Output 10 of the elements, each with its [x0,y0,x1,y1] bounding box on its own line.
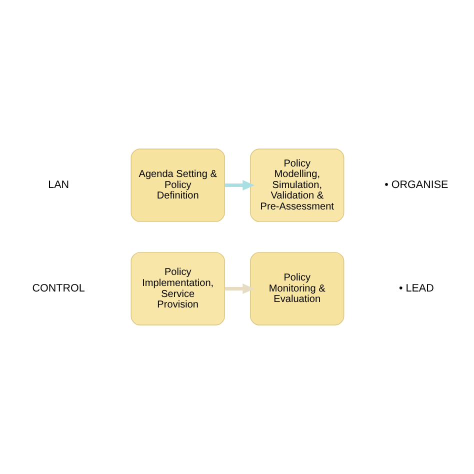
arrow [224,283,254,294]
node-box: Policy Implementation, Service Provision [130,252,224,326]
label: CONTROL [32,282,84,294]
arrow [224,180,254,191]
node-box: Agenda Setting & Policy Definition [130,148,224,222]
label: LAN [48,178,69,191]
node-box: Policy Modelling, Simulation, Validation & Pre-Assessment [250,148,344,222]
node-box: Policy Monitoring & Evaluation [250,252,344,326]
label: • ORGANISE [384,178,448,191]
label: • LEAD [398,282,434,294]
